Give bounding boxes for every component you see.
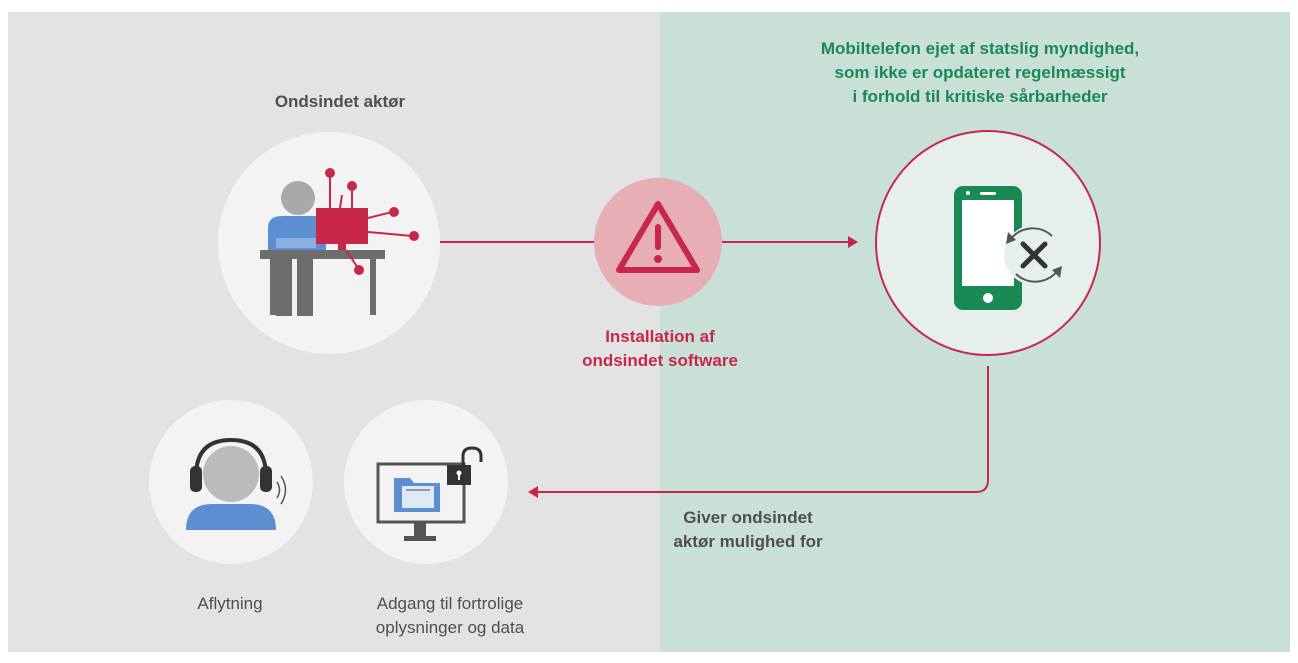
phone-title-line: Mobiltelefon ejet af statslig myndighed, <box>820 39 1140 58</box>
attacker-title: Ondsindet aktør <box>274 92 406 111</box>
data-access-caption-line: oplysninger og data <box>375 618 525 637</box>
warning-illustration <box>594 178 722 306</box>
phone-title-line: i forhold til kritiske sårbarheder <box>852 87 1108 106</box>
phone-title: Mobiltelefon ejet af statslig myndighed,… <box>700 37 1260 109</box>
installation-label-line: Installation af <box>605 327 715 346</box>
computer-monitor-icon <box>316 208 368 244</box>
listener-head <box>203 446 259 502</box>
headphones-icon <box>194 437 268 477</box>
eavesdropping-caption-line: Aflytning <box>197 594 263 613</box>
installation-label: Installation af ondsindet software <box>540 325 780 373</box>
phone-title-line: som ikke er opdateret regelmæssigt <box>834 63 1126 82</box>
warning-triangle-icon <box>616 201 700 273</box>
eavesdropping-caption: Aflytning <box>150 592 310 616</box>
enables-label-line: Giver ondsindet <box>683 508 813 527</box>
data-access-caption-line: Adgang til fortrolige <box>376 594 524 613</box>
eavesdropping-illustration <box>149 400 313 564</box>
listener-body <box>186 504 276 530</box>
data-access-illustration <box>344 400 508 564</box>
data-access-caption: Adgang til fortrolige oplysninger og dat… <box>320 592 580 640</box>
attacker-head <box>281 181 315 215</box>
close-x-icon <box>1020 241 1048 269</box>
attacker-illustration <box>218 132 440 354</box>
sound-waves-icon <box>276 481 281 499</box>
connector-phone-to-outcomes <box>536 366 989 493</box>
arrowhead-to-phone <box>848 236 858 248</box>
installation-label-line: ondsindet software <box>582 351 738 370</box>
circuit-lines-icon <box>325 168 419 275</box>
arrowhead-to-outcomes <box>528 486 538 498</box>
enables-label: Giver ondsindet aktør mulighed for <box>638 506 858 554</box>
refresh-arrows-icon <box>1009 227 1053 241</box>
enables-label-line: aktør mulighed for <box>673 532 823 551</box>
phone-illustration <box>875 130 1101 356</box>
desk <box>260 250 385 259</box>
